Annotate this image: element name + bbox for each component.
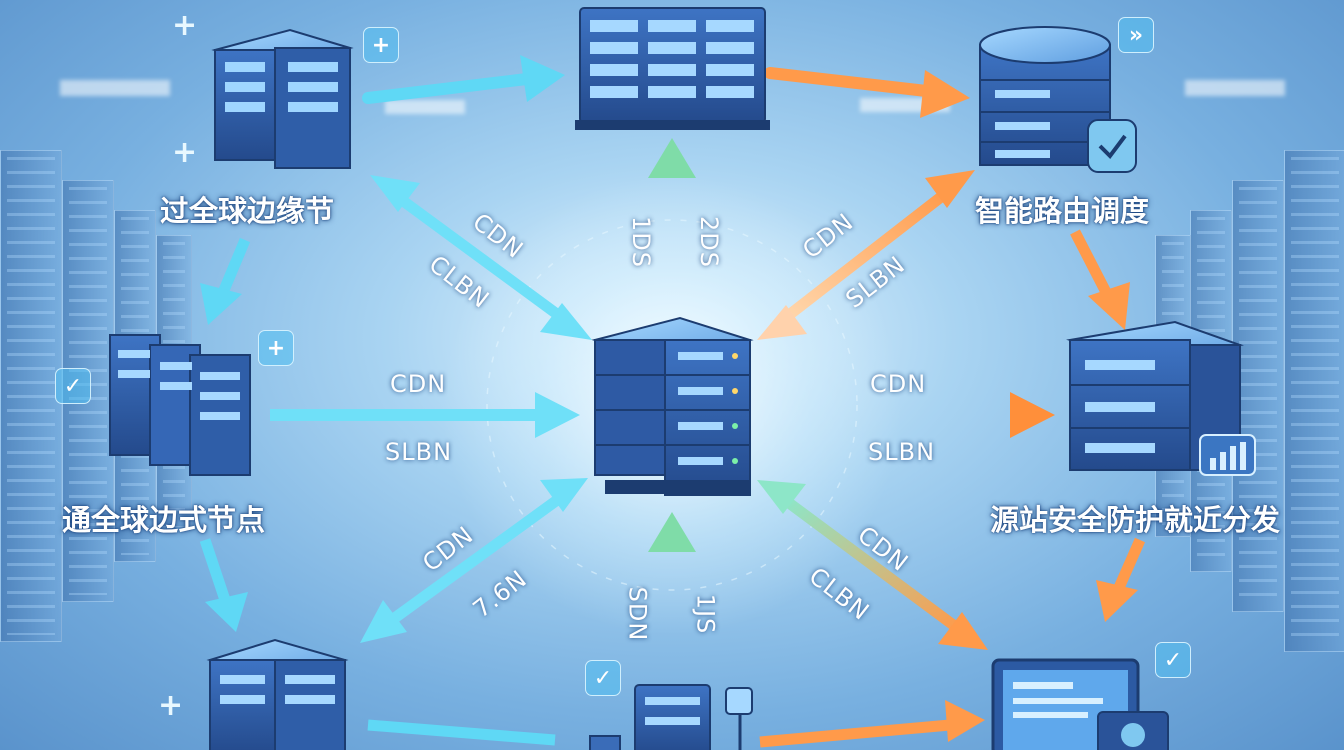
arrow-top-to-topright (764, 67, 970, 118)
arrow-midleft-to-bottomleft (199, 538, 248, 632)
arrow-bottom-to-bottomright (759, 700, 985, 748)
node-label-midright: 源站安全防护就近分发 (990, 503, 1281, 537)
monitor-bottomright-icon (991, 658, 1169, 750)
chart-bars-icon (1199, 434, 1256, 476)
ceiling-light (1185, 80, 1285, 96)
ceiling-light (60, 80, 170, 96)
arrow-center-bottomright (757, 480, 988, 650)
node-label-topright: 智能路由调度 (975, 194, 1150, 228)
node-label-topleft: 过全球边缘节 (160, 194, 335, 228)
arrow-center-top (648, 138, 696, 300)
server-rack-top-icon (575, 7, 770, 130)
arrow-topleft-to-midleft (200, 237, 251, 325)
shield-check-icon (1087, 119, 1137, 173)
link-label-bottom-right: 1JS (691, 593, 720, 635)
server-rack-topleft-icon (211, 28, 354, 169)
arrow-center-bottomleft (360, 478, 588, 643)
arrow-topleft-to-top (362, 55, 565, 104)
server-rack-midleft-icon (109, 334, 251, 476)
link-label-bottom-left: SDN (623, 586, 652, 642)
central-server-stack-icon (591, 316, 754, 496)
server-box-right-icon (1066, 320, 1256, 476)
arrow-center-to-right (770, 392, 1055, 438)
link-label-left-sub: SLBN (385, 438, 453, 466)
link-label-right-cdn: CDN (870, 370, 927, 398)
arrow-bottomleft-to-bottom (367, 719, 556, 746)
arrow-bottom-center (648, 512, 696, 675)
check-badge-icon: ✓ (1155, 642, 1191, 678)
server-rack-right (1284, 150, 1344, 652)
ceiling-light (385, 100, 465, 114)
check-badge-icon: ✓ (585, 660, 621, 696)
plus-badge-icon: + (363, 27, 399, 63)
plus-decor-icon: + (158, 688, 184, 723)
server-rack-bottomleft-icon (206, 638, 349, 750)
forward-badge-icon: » (1118, 17, 1154, 53)
link-label-top-left: 1DS (626, 216, 655, 268)
node-label-midleft: 通全球边式节点 (62, 503, 266, 537)
check-badge-icon: ✓ (55, 368, 91, 404)
arrow-center-topright (757, 170, 975, 340)
link-label-right-sub: SLBN (868, 438, 936, 466)
link-label-top-right: 2DS (694, 216, 723, 268)
database-stack-topright-icon (979, 26, 1137, 173)
plus-badge-icon: + (258, 330, 294, 366)
link-label-left-cdn: CDN (390, 370, 447, 398)
arrow-right-to-bottomright (1096, 537, 1146, 622)
server-small-bottom-icon (589, 684, 753, 750)
plus-decor-icon: + (172, 8, 198, 43)
plus-decor-icon: + (172, 135, 198, 170)
arrow-topright-to-right (1070, 229, 1130, 330)
arrow-center-topleft (370, 175, 592, 340)
arrow-midleft-to-center (270, 392, 580, 438)
